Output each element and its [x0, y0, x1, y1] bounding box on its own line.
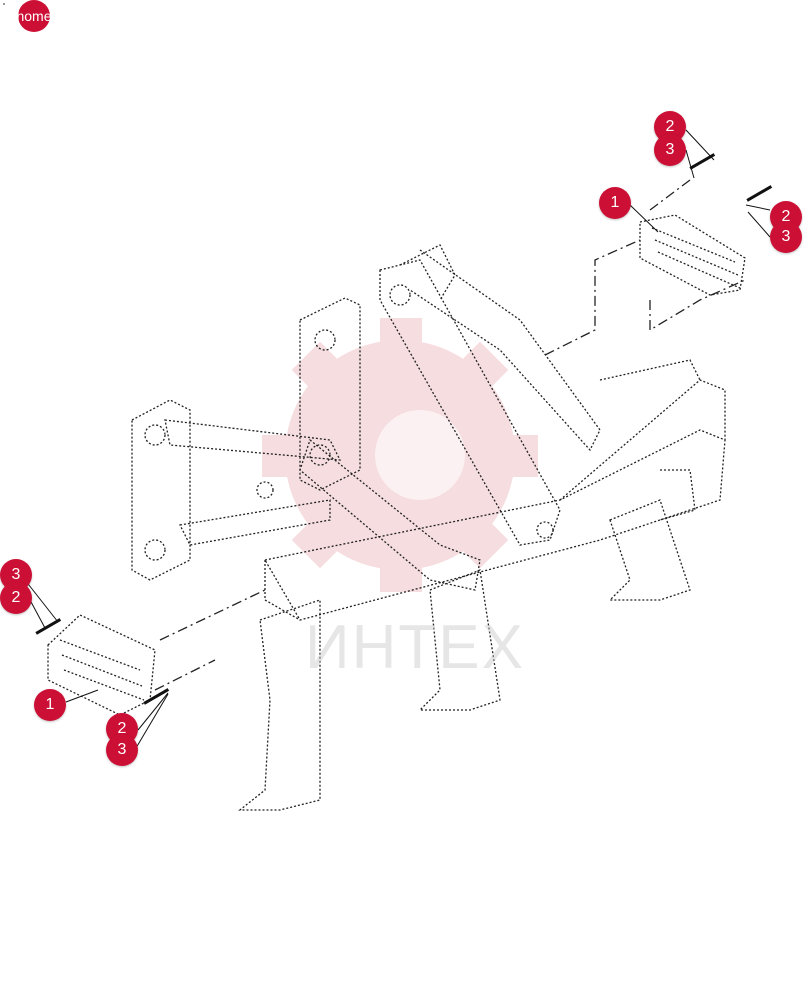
callout-3[interactable]: 3: [654, 134, 686, 166]
home-button[interactable]: home: [18, 0, 50, 32]
callout-3[interactable]: 3: [106, 734, 138, 766]
callout-1[interactable]: 1: [599, 187, 631, 219]
leader-lines: [24, 129, 771, 749]
corner-dot: [3, 3, 5, 5]
callout-1[interactable]: 1: [34, 689, 66, 721]
watermark-text: ИНТЕХ: [305, 613, 525, 682]
callout-3[interactable]: 3: [770, 221, 802, 253]
frame-lines: [47, 179, 746, 811]
bolts: [35, 153, 773, 705]
callout-2[interactable]: 2: [0, 582, 32, 614]
